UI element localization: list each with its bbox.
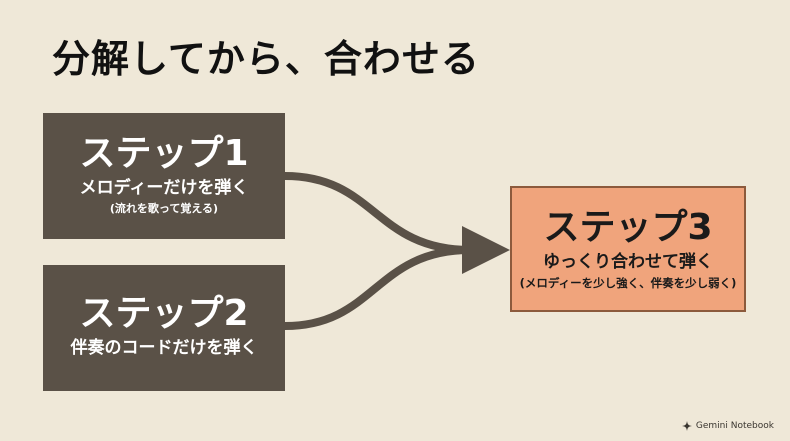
step-1-heading: ステップ1 [79, 133, 249, 174]
page-title: 分解してから、合わせる [52, 37, 480, 81]
step-1-box: ステップ1 メロディーだけを弾く (流れを歌って覚える) [43, 113, 285, 239]
arrow-path-from-step1 [284, 172, 471, 254]
branding-label: Gemini Notebook [695, 421, 774, 431]
step-1-subtitle: メロディーだけを弾く [79, 178, 249, 198]
step-3-note: (メロディーを少し強く、伴奏を少し弱く) [519, 276, 737, 290]
step-3-box: ステップ3 ゆっくり合わせて弾く (メロディーを少し強く、伴奏を少し弱く) [510, 186, 746, 312]
step-1-note: (流れを歌って覚える) [109, 202, 219, 215]
step-2-subtitle: 伴奏のコードだけを弾く [70, 338, 258, 358]
step-2-box: ステップ2 伴奏のコードだけを弾く [43, 265, 285, 391]
arrow-head [462, 226, 510, 274]
step-2-heading: ステップ2 [79, 293, 249, 334]
gemini-sparkle-icon [681, 421, 692, 431]
arrow-path-from-step2 [284, 246, 471, 330]
branding: Gemini Notebook [681, 421, 774, 431]
step-3-subtitle: ゆっくり合わせて弾く [543, 252, 713, 272]
step-3-heading: ステップ3 [543, 207, 713, 248]
